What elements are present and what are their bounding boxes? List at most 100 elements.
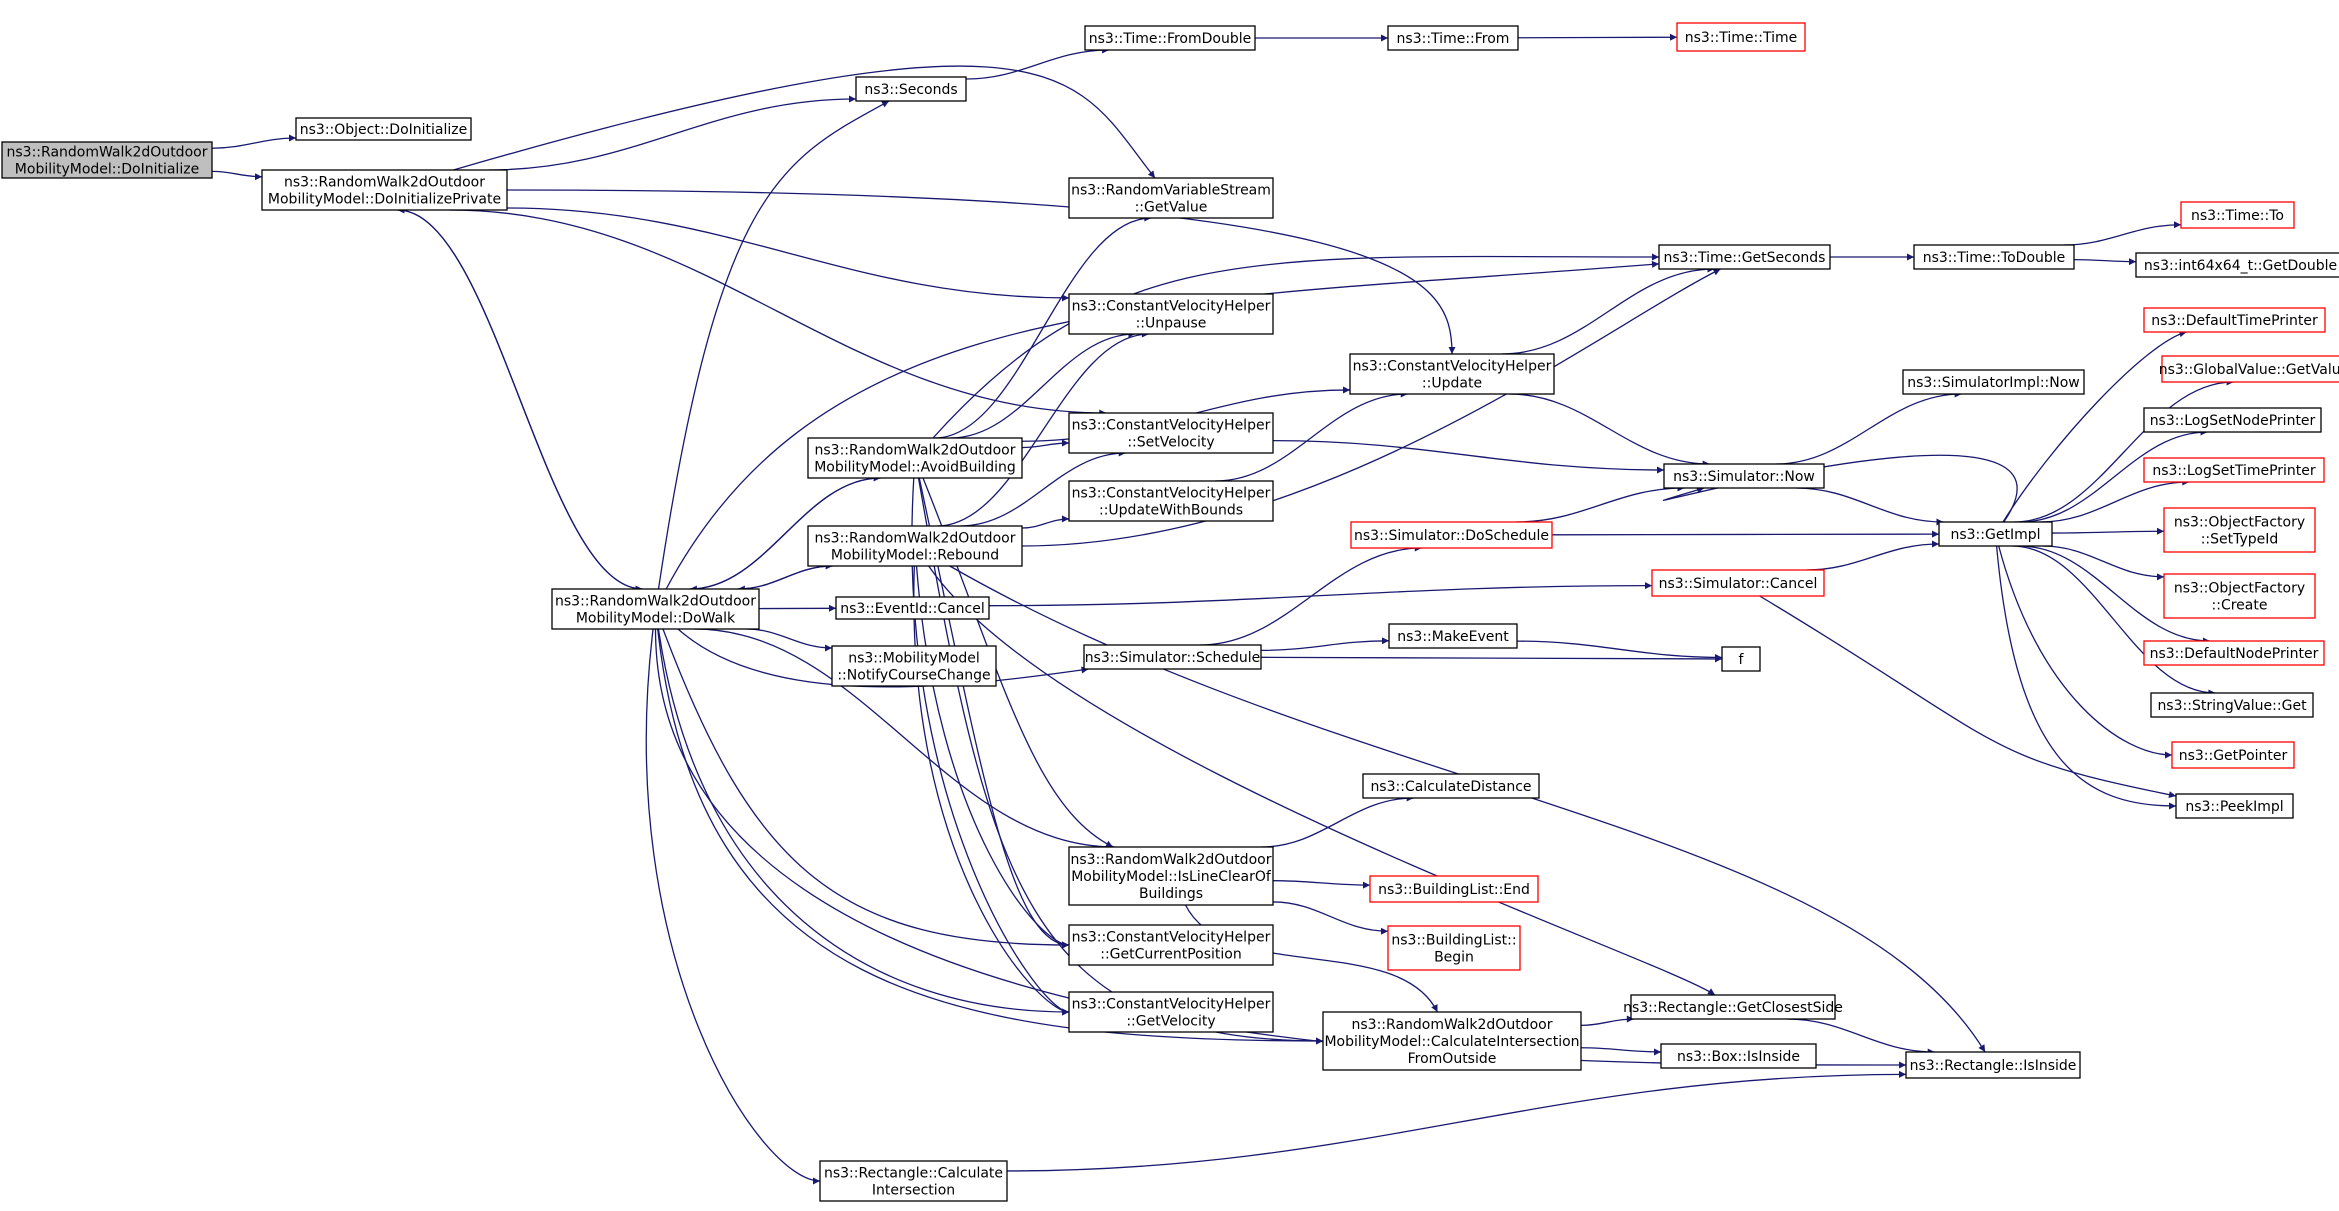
- node-rectinside[interactable]: ns3::Rectangle::IsInside: [1905, 1051, 2081, 1079]
- node-label: MobilityModel::DoWalk: [576, 611, 736, 627]
- edge-path: [965, 46, 1110, 80]
- node-time[interactable]: ns3::Time::Time: [1676, 22, 1806, 52]
- node-logsetnode[interactable]: ns3::LogSetNodePrinter: [2143, 407, 2322, 433]
- edge-dowalk-to-doinitpriv: [397, 206, 643, 590]
- node-calcdist[interactable]: ns3::CalculateDistance: [1362, 773, 1540, 799]
- node-label: f: [1739, 652, 1745, 668]
- edge-dowalk-to-getpos: [662, 628, 1070, 949]
- node-box: [1630, 994, 1836, 1020]
- edge-schedule-to-makeevent: [1260, 637, 1390, 652]
- edge-path: [2063, 221, 2182, 246]
- node-f[interactable]: f: [1721, 646, 1761, 672]
- node-label: Intersection: [872, 1183, 955, 1199]
- edge-dowalk-to-rebound: [737, 562, 833, 590]
- node-doinitpriv[interactable]: ns3::RandomWalk2dOutdoorMobilityModel::D…: [261, 169, 508, 211]
- node-seconds[interactable]: ns3::Seconds: [855, 76, 967, 102]
- node-root: ns3::RandomWalk2dOutdoorMobilityModel::D…: [1, 141, 213, 179]
- node-create[interactable]: ns3::ObjectFactory::Create: [2163, 573, 2316, 619]
- node-getvel[interactable]: ns3::ConstantVelocityHelper::GetVelocity: [1068, 991, 1274, 1033]
- node-box: [835, 596, 990, 620]
- node-makeevent[interactable]: ns3::MakeEvent: [1388, 623, 1518, 649]
- node-box: [1660, 1043, 1817, 1069]
- node-label: ns3::ConstantVelocityHelper: [1353, 359, 1552, 375]
- node-schedule[interactable]: ns3::Simulator::Schedule: [1083, 644, 1262, 670]
- node-getseconds[interactable]: ns3::Time::GetSeconds: [1658, 244, 1831, 270]
- edge-path: [211, 134, 297, 149]
- node-box: [1721, 646, 1761, 672]
- node-fromdouble[interactable]: ns3::Time::FromDouble: [1084, 25, 1256, 51]
- edge-avoid-to-getseconds: [932, 253, 1660, 439]
- node-strget[interactable]: ns3::StringValue::Get: [2150, 692, 2314, 718]
- edge-path: [1806, 540, 1940, 571]
- node-label: ns3::DefaultTimePrinter: [2151, 313, 2318, 329]
- node-dowalk[interactable]: ns3::RandomWalk2dOutdoorMobilityModel::D…: [551, 588, 760, 630]
- node-label: Begin: [1434, 950, 1474, 966]
- edge-path: [2051, 527, 2165, 535]
- edge-dowalk-to-seconds: [657, 100, 890, 590]
- node-calcint[interactable]: ns3::RandomWalk2dOutdoorMobilityModel::C…: [1322, 1011, 1582, 1071]
- node-lineclear[interactable]: ns3::RandomWalk2dOutdoorMobilityModel::I…: [1068, 846, 1274, 906]
- edge-rebound-to-closest: [928, 565, 1716, 996]
- node-defaultnode[interactable]: ns3::DefaultNodePrinter: [2143, 640, 2325, 666]
- edge-path: [657, 628, 1070, 1016]
- node-getpointer[interactable]: ns3::GetPointer: [2171, 741, 2295, 769]
- edge-path: [1021, 515, 1070, 529]
- node-timeto[interactable]: ns3::Time::To: [2180, 201, 2295, 229]
- edge-path: [665, 260, 1660, 590]
- node-defaulttime[interactable]: ns3::DefaultTimePrinter: [2143, 307, 2326, 333]
- node-getpos[interactable]: ns3::ConstantVelocityHelper::GetCurrentP…: [1068, 924, 1274, 966]
- node-rectcalc[interactable]: ns3::Rectangle::CalculateIntersection: [819, 1160, 1008, 1202]
- node-avoid[interactable]: ns3::RandomWalk2dOutdoorMobilityModel::A…: [807, 437, 1023, 479]
- node-label: ns3::Rectangle::Calculate: [824, 1166, 1003, 1182]
- edge-avoid-to-getpos: [918, 477, 1070, 949]
- node-blbegin[interactable]: ns3::BuildingList::Begin: [1387, 925, 1521, 971]
- node-updbounds[interactable]: ns3::ConstantVelocityHelper::UpdateWithB…: [1068, 480, 1274, 522]
- edge-path: [2014, 378, 2234, 523]
- edge-getimpl-to-peekimpl: [1995, 545, 2177, 810]
- node-rvsget[interactable]: ns3::RandomVariableStream::GetValue: [1068, 177, 1274, 219]
- edge-todouble-to-int64get: [2073, 258, 2137, 266]
- node-box: [1068, 177, 1274, 219]
- edge-root-to-objinit: [211, 134, 297, 149]
- node-setvel[interactable]: ns3::ConstantVelocityHelper::SetVelocity: [1068, 412, 1274, 454]
- node-box: [1938, 521, 2053, 547]
- node-label: ns3::RandomWalk2dOutdoor: [1352, 1017, 1553, 1033]
- node-simcancel[interactable]: ns3::Simulator::Cancel: [1651, 569, 1825, 597]
- node-globalvalue[interactable]: ns3::GlobalValue::GetValue: [2159, 355, 2339, 383]
- edge-todouble-to-timeto: [2063, 221, 2182, 246]
- node-box: [1913, 244, 2075, 270]
- node-label: ns3::Simulator::DoSchedule: [1354, 528, 1549, 544]
- node-int64get[interactable]: ns3::int64x64_t::GetDouble: [2135, 252, 2339, 278]
- edge-avoid-to-setvel: [1021, 439, 1070, 449]
- node-label: ns3::LogSetNodePrinter: [2150, 413, 2316, 429]
- node-simimplnow[interactable]: ns3::SimulatorImpl::Now: [1902, 369, 2085, 395]
- node-closest[interactable]: ns3::Rectangle::GetClosestSide: [1623, 994, 1843, 1020]
- node-dosched[interactable]: ns3::Simulator::DoSchedule: [1350, 521, 1553, 549]
- node-boxinside[interactable]: ns3::Box::IsInside: [1660, 1043, 1817, 1069]
- node-evcancel[interactable]: ns3::EventId::Cancel: [835, 596, 990, 620]
- node-box: [1651, 569, 1825, 597]
- edge-getimpl-to-globalvalue: [2014, 378, 2234, 523]
- node-from[interactable]: ns3::Time::From: [1387, 25, 1519, 51]
- node-objinit[interactable]: ns3::Object::DoInitialize: [295, 117, 472, 141]
- edge-path: [2020, 428, 2208, 523]
- node-peekimpl[interactable]: ns3::PeekImpl: [2175, 793, 2294, 819]
- node-notify[interactable]: ns3::MobilityModel::NotifyCourseChange: [831, 645, 997, 687]
- node-rebound[interactable]: ns3::RandomWalk2dOutdoorMobilityModel::R…: [807, 525, 1023, 567]
- node-setTypeId[interactable]: ns3::ObjectFactory::SetTypeId: [2163, 507, 2316, 553]
- node-logsettime[interactable]: ns3::LogSetTimePrinter: [2143, 457, 2325, 483]
- edge-path: [2019, 545, 2210, 645]
- node-getimpl[interactable]: ns3::GetImpl: [1938, 521, 2053, 547]
- edge-path: [1272, 440, 1665, 474]
- edge-rebound-to-unpause: [937, 330, 1149, 527]
- edge-path: [915, 565, 1070, 949]
- node-simnow[interactable]: ns3::Simulator::Now: [1663, 463, 1825, 489]
- node-box: [2180, 201, 2295, 229]
- node-blend[interactable]: ns3::BuildingList::End: [1369, 875, 1539, 903]
- node-update[interactable]: ns3::ConstantVelocityHelper::Update: [1349, 353, 1555, 395]
- node-unpause[interactable]: ns3::ConstantVelocityHelper::Unpause: [1068, 293, 1274, 335]
- node-label: ns3::RandomWalk2dOutdoor: [815, 443, 1016, 459]
- node-todouble[interactable]: ns3::Time::ToDouble: [1913, 244, 2075, 270]
- node-label: ns3::DefaultNodePrinter: [2150, 646, 2319, 662]
- node-box: [1902, 369, 2085, 395]
